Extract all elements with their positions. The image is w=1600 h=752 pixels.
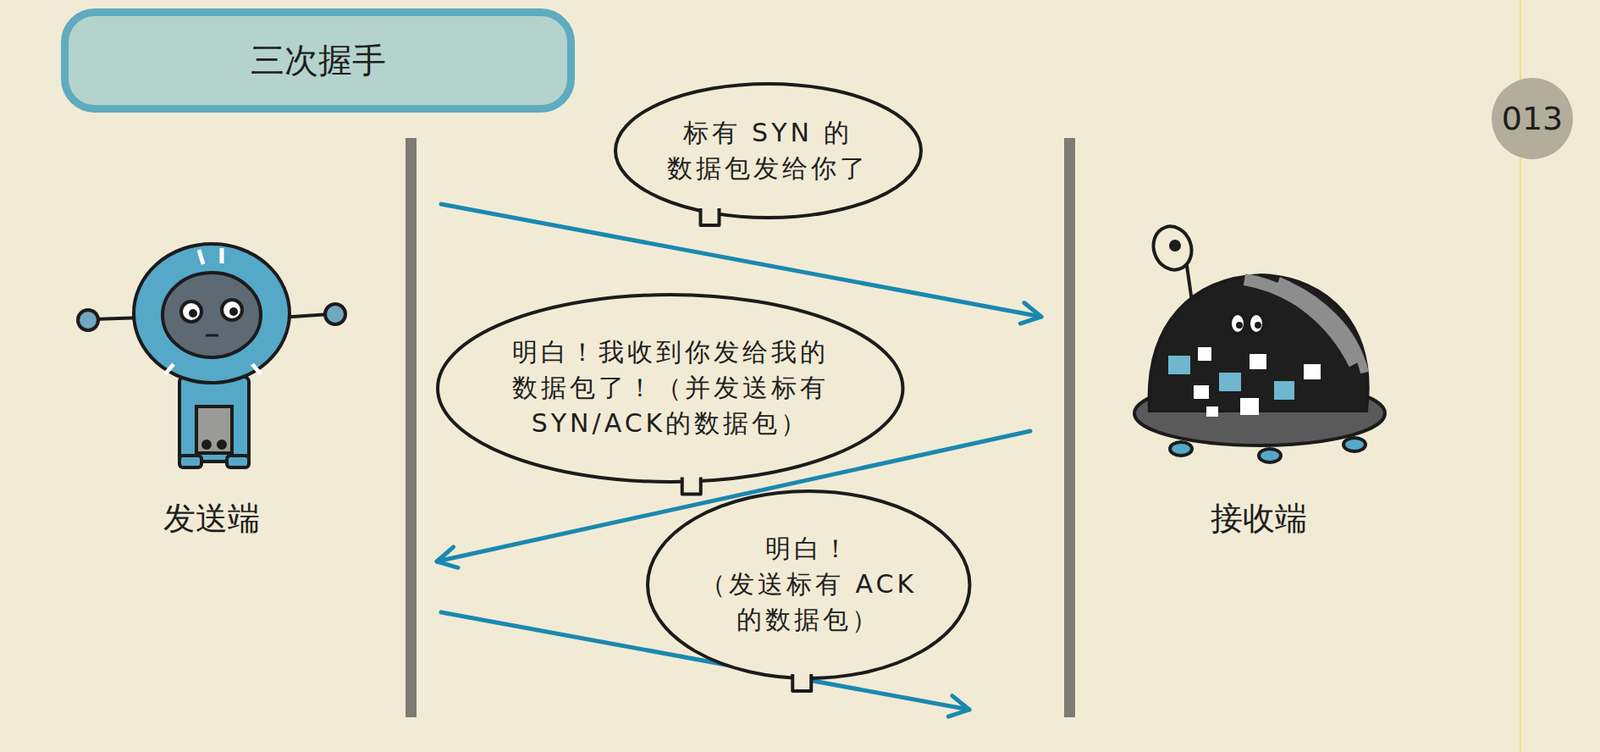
bubble-text: 明白！ （发送标有 ACK 的数据包） <box>696 530 922 638</box>
arrow-head <box>948 695 970 718</box>
bubble-text: 明白！我收到你发给我的 数据包了！（并发送标有 SYN/ACK的数据包） <box>503 334 839 442</box>
bubble-tail <box>792 673 812 690</box>
bubble-ellipse <box>437 294 904 482</box>
title-text: 三次握手 <box>250 37 387 84</box>
bubble-outline <box>613 82 923 220</box>
role-label: 接收端 <box>1210 496 1308 541</box>
speech-bubble: 明白！我收到你发给我的 数据包了！（并发送标有 SYN/ACK的数据包） <box>435 292 905 484</box>
receiver-robot <box>1134 220 1385 463</box>
bubble-tail <box>700 208 719 226</box>
receiver-lane <box>1064 137 1076 718</box>
bubble-ellipse <box>647 491 971 679</box>
speech-bubble: 标有 SYN 的 数据包发给你了 <box>613 82 923 220</box>
bubble-ellipse <box>615 83 922 218</box>
sender-robot <box>77 243 346 468</box>
sender-lane <box>405 137 417 718</box>
bubble-tail <box>682 476 701 494</box>
message-arrows <box>436 204 1042 717</box>
bubble-text: 标有 SYN 的 数据包发给你了 <box>662 115 874 187</box>
page-number-circle: 013 <box>1491 77 1573 160</box>
arrow-head <box>436 546 458 568</box>
title-box: 三次握手 <box>60 8 575 113</box>
arrow-head <box>1020 303 1042 325</box>
role-label: 发送端 <box>163 496 260 541</box>
page-number: 013 <box>1501 99 1564 138</box>
speech-bubble: 明白！ （发送标有 ACK 的数据包） <box>645 489 972 680</box>
